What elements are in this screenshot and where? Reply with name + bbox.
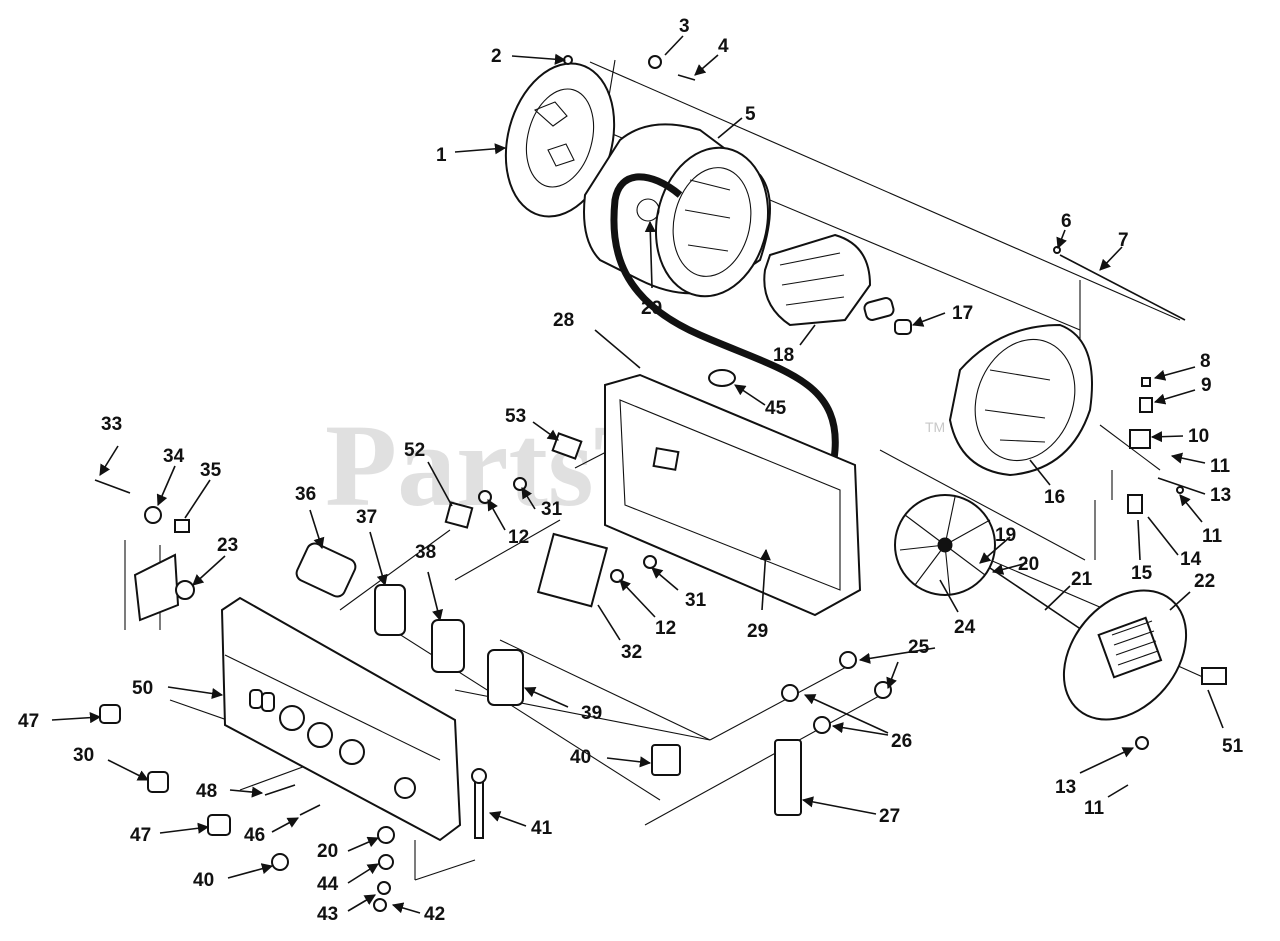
- callout-5: 5: [745, 104, 756, 125]
- callout-17: 17: [952, 303, 973, 324]
- fan-guard: [1062, 589, 1227, 750]
- brush-holder-parts: [1127, 377, 1184, 514]
- callout-26: 26: [891, 731, 912, 752]
- callout-40-upper: 40: [570, 747, 591, 768]
- callout-22: 22: [1194, 571, 1215, 592]
- callout-31-lower: 31: [685, 590, 707, 611]
- callout-52: 52: [404, 440, 425, 461]
- callout-11-upper: 11: [1210, 456, 1231, 477]
- callout-16: 16: [1044, 487, 1065, 508]
- rotor: [763, 233, 912, 335]
- callout-15: 15: [1131, 563, 1153, 584]
- callout-47-upper: 47: [18, 711, 39, 732]
- callout-46: 46: [244, 825, 265, 846]
- callout-35: 35: [200, 460, 222, 481]
- callout-labels: 1 2 3 4 5 6 7 8 9 10 11 11 11 12 12 13 1…: [18, 16, 1244, 925]
- small-hardware: [99, 704, 487, 912]
- callout-7: 7: [1118, 230, 1129, 251]
- callout-24: 24: [954, 617, 976, 638]
- callout-leaders: [51, 35, 1224, 914]
- callout-50: 50: [132, 678, 153, 699]
- callout-51: 51: [1222, 736, 1244, 757]
- fan: [894, 494, 996, 596]
- tie-rod-nut: [1053, 246, 1061, 254]
- callout-41: 41: [531, 818, 553, 839]
- terminal-block: [774, 651, 892, 816]
- control-panel: [220, 596, 462, 842]
- callout-10: 10: [1188, 426, 1209, 447]
- end-bell: [504, 55, 696, 218]
- callout-11-lower: 11: [1084, 798, 1105, 819]
- callout-45: 45: [765, 398, 787, 419]
- callout-30: 30: [73, 745, 94, 766]
- callout-32: 32: [621, 642, 642, 663]
- callout-25: 25: [908, 637, 930, 658]
- callout-31-upper: 31: [541, 499, 563, 520]
- callout-28: 28: [553, 310, 574, 331]
- callout-37: 37: [356, 507, 377, 528]
- callout-29-lower: 29: [747, 621, 768, 642]
- callout-9: 9: [1201, 375, 1212, 396]
- callout-29-upper: 29: [641, 298, 662, 319]
- rear-housing: [948, 323, 1093, 477]
- through-bolt: [989, 567, 1086, 633]
- callout-14: 14: [1180, 549, 1202, 570]
- receptacles: [295, 432, 681, 776]
- callout-12-upper: 12: [508, 527, 529, 548]
- callout-6: 6: [1061, 211, 1072, 232]
- tie-rod: [1059, 254, 1186, 321]
- callout-4: 4: [718, 36, 729, 57]
- callout-33: 33: [101, 414, 122, 435]
- mounting-bracket: [94, 479, 195, 622]
- callout-11-middle: 11: [1202, 526, 1223, 547]
- callout-12-lower: 12: [655, 618, 676, 639]
- callout-38: 38: [415, 542, 436, 563]
- callout-43: 43: [317, 904, 338, 925]
- callout-21: 21: [1071, 569, 1093, 590]
- callout-18: 18: [773, 345, 794, 366]
- callout-3: 3: [679, 16, 690, 37]
- callout-47-lower: 47: [130, 825, 151, 846]
- callout-13-lower: 13: [1055, 777, 1076, 798]
- callout-23: 23: [217, 535, 238, 556]
- callout-36: 36: [295, 484, 316, 505]
- callout-39: 39: [581, 703, 602, 724]
- callout-13-upper: 13: [1210, 485, 1231, 506]
- callout-19: 19: [995, 525, 1016, 546]
- callout-20-left: 20: [317, 841, 338, 862]
- callout-27: 27: [879, 806, 900, 827]
- callout-48: 48: [196, 781, 217, 802]
- control-box: [604, 369, 862, 617]
- callout-20-right: 20: [1018, 554, 1039, 575]
- callout-40-lower: 40: [193, 870, 214, 891]
- callout-44: 44: [317, 874, 339, 895]
- watermark-trademark: TM: [925, 419, 945, 435]
- callout-53: 53: [505, 406, 526, 427]
- callout-34: 34: [163, 446, 185, 467]
- callout-2: 2: [491, 46, 502, 67]
- callout-42: 42: [424, 904, 445, 925]
- callout-8: 8: [1200, 351, 1211, 372]
- stator: [583, 123, 771, 298]
- callout-1: 1: [436, 145, 447, 166]
